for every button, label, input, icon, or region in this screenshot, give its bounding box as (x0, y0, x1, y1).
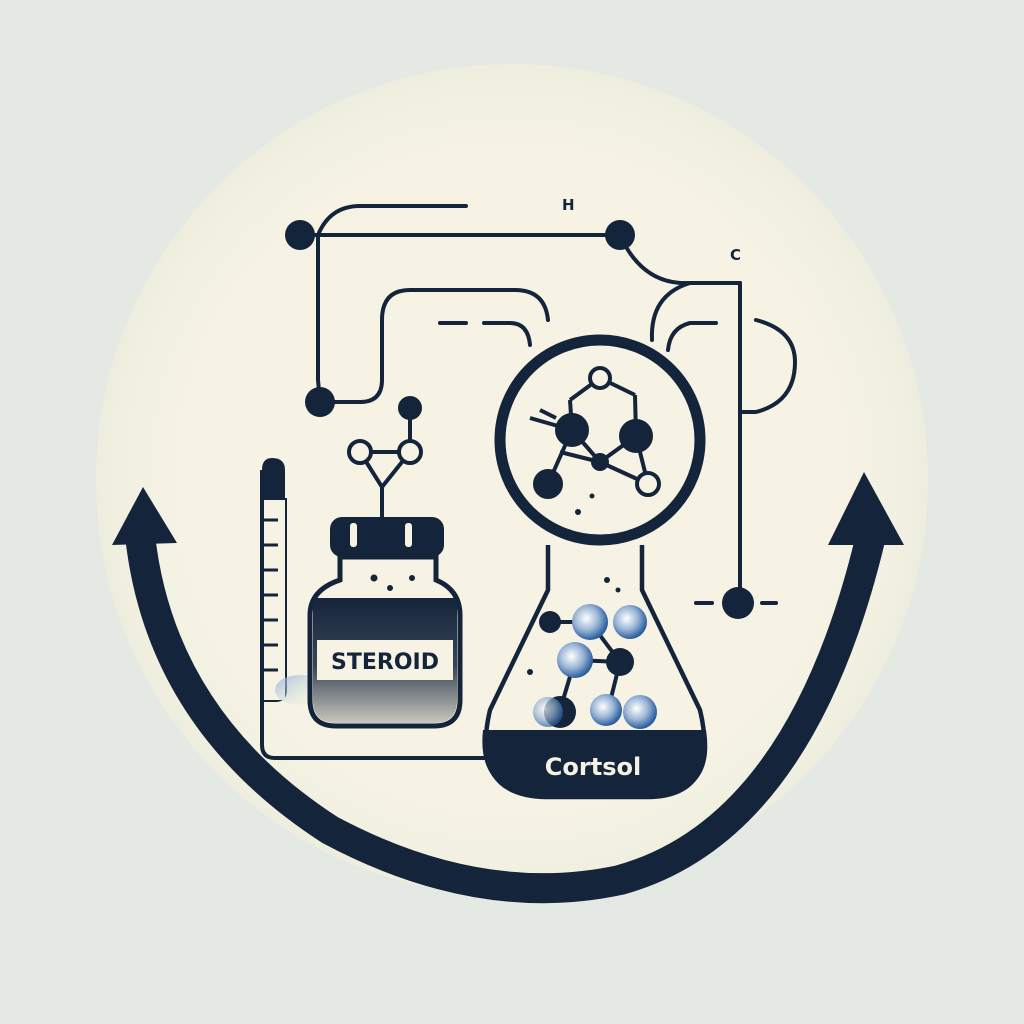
bond-nodes (285, 220, 754, 619)
vial-icon: STEROID (307, 517, 463, 729)
cycle-arrow-icon (125, 533, 885, 904)
cycle-arrow-left-head (112, 487, 177, 545)
flask-label: Cortsol (545, 753, 641, 781)
vial-label: STEROID (331, 650, 439, 675)
cycle-arrow-right-head (828, 472, 904, 545)
flask-icon: Cortsol (482, 545, 708, 800)
atom-label-h: H (562, 196, 575, 214)
connector-lines (260, 204, 797, 760)
molecule-icon (529, 366, 661, 515)
atom-label-c: C (730, 246, 741, 264)
vial-molecule-icon (347, 396, 423, 520)
